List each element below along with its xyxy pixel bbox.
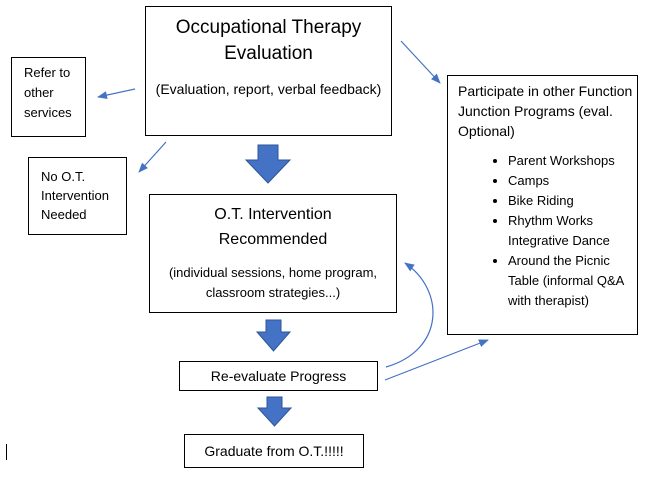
arrow-eval-to-other-programs	[400, 40, 441, 84]
block-arrow-reeval-to-graduate	[256, 396, 293, 427]
evaluation-title: Occupational Therapy Evaluation	[175, 17, 362, 64]
arrow-reeval-to-intervention	[385, 262, 434, 368]
arrow-reeval-to-other-programs	[384, 339, 489, 381]
list-item: Parent Workshops	[508, 151, 637, 171]
reevaluate-label: Re-evaluate Progress	[210, 368, 347, 384]
list-item: Around the Picnic Table (informal Q&A wi…	[508, 251, 637, 311]
refer-services-box: Refer to other services	[11, 57, 86, 137]
no-intervention-text: No O.T. Intervention Needed	[41, 169, 109, 222]
block-arrow-intervention-to-reeval	[255, 319, 292, 352]
evaluation-box: Occupational Therapy Evaluation (Evaluat…	[145, 6, 392, 136]
arrow-eval-to-no-intervention	[138, 141, 167, 173]
text-cursor	[6, 444, 7, 460]
no-intervention-box: No O.T. Intervention Needed	[28, 157, 127, 235]
other-programs-box: Participate in other Function Junction P…	[447, 75, 638, 335]
intervention-title: O.T. Intervention Recommended	[214, 206, 332, 248]
other-programs-list: Parent Workshops Camps Bike Riding Rhyth…	[458, 151, 637, 311]
list-item: Rhythm Works Integrative Dance	[508, 211, 637, 251]
block-arrow-eval-to-intervention	[244, 144, 292, 184]
graduate-box: Graduate from O.T.!!!!!	[184, 434, 364, 468]
list-item: Bike Riding	[508, 191, 637, 211]
other-programs-heading: Participate in other Function Junction P…	[458, 83, 633, 139]
arrow-eval-to-refer	[97, 88, 136, 100]
evaluation-subtitle: (Evaluation, report, verbal feedback)	[155, 81, 382, 97]
list-item: Camps	[508, 171, 637, 191]
intervention-subtitle: (individual sessions, home program, clas…	[168, 265, 378, 300]
intervention-box: O.T. Intervention Recommended (individua…	[149, 194, 397, 313]
reevaluate-box: Re-evaluate Progress	[179, 361, 378, 391]
refer-services-text: Refer to other services	[24, 65, 72, 120]
graduate-label: Graduate from O.T.!!!!!	[204, 443, 344, 459]
